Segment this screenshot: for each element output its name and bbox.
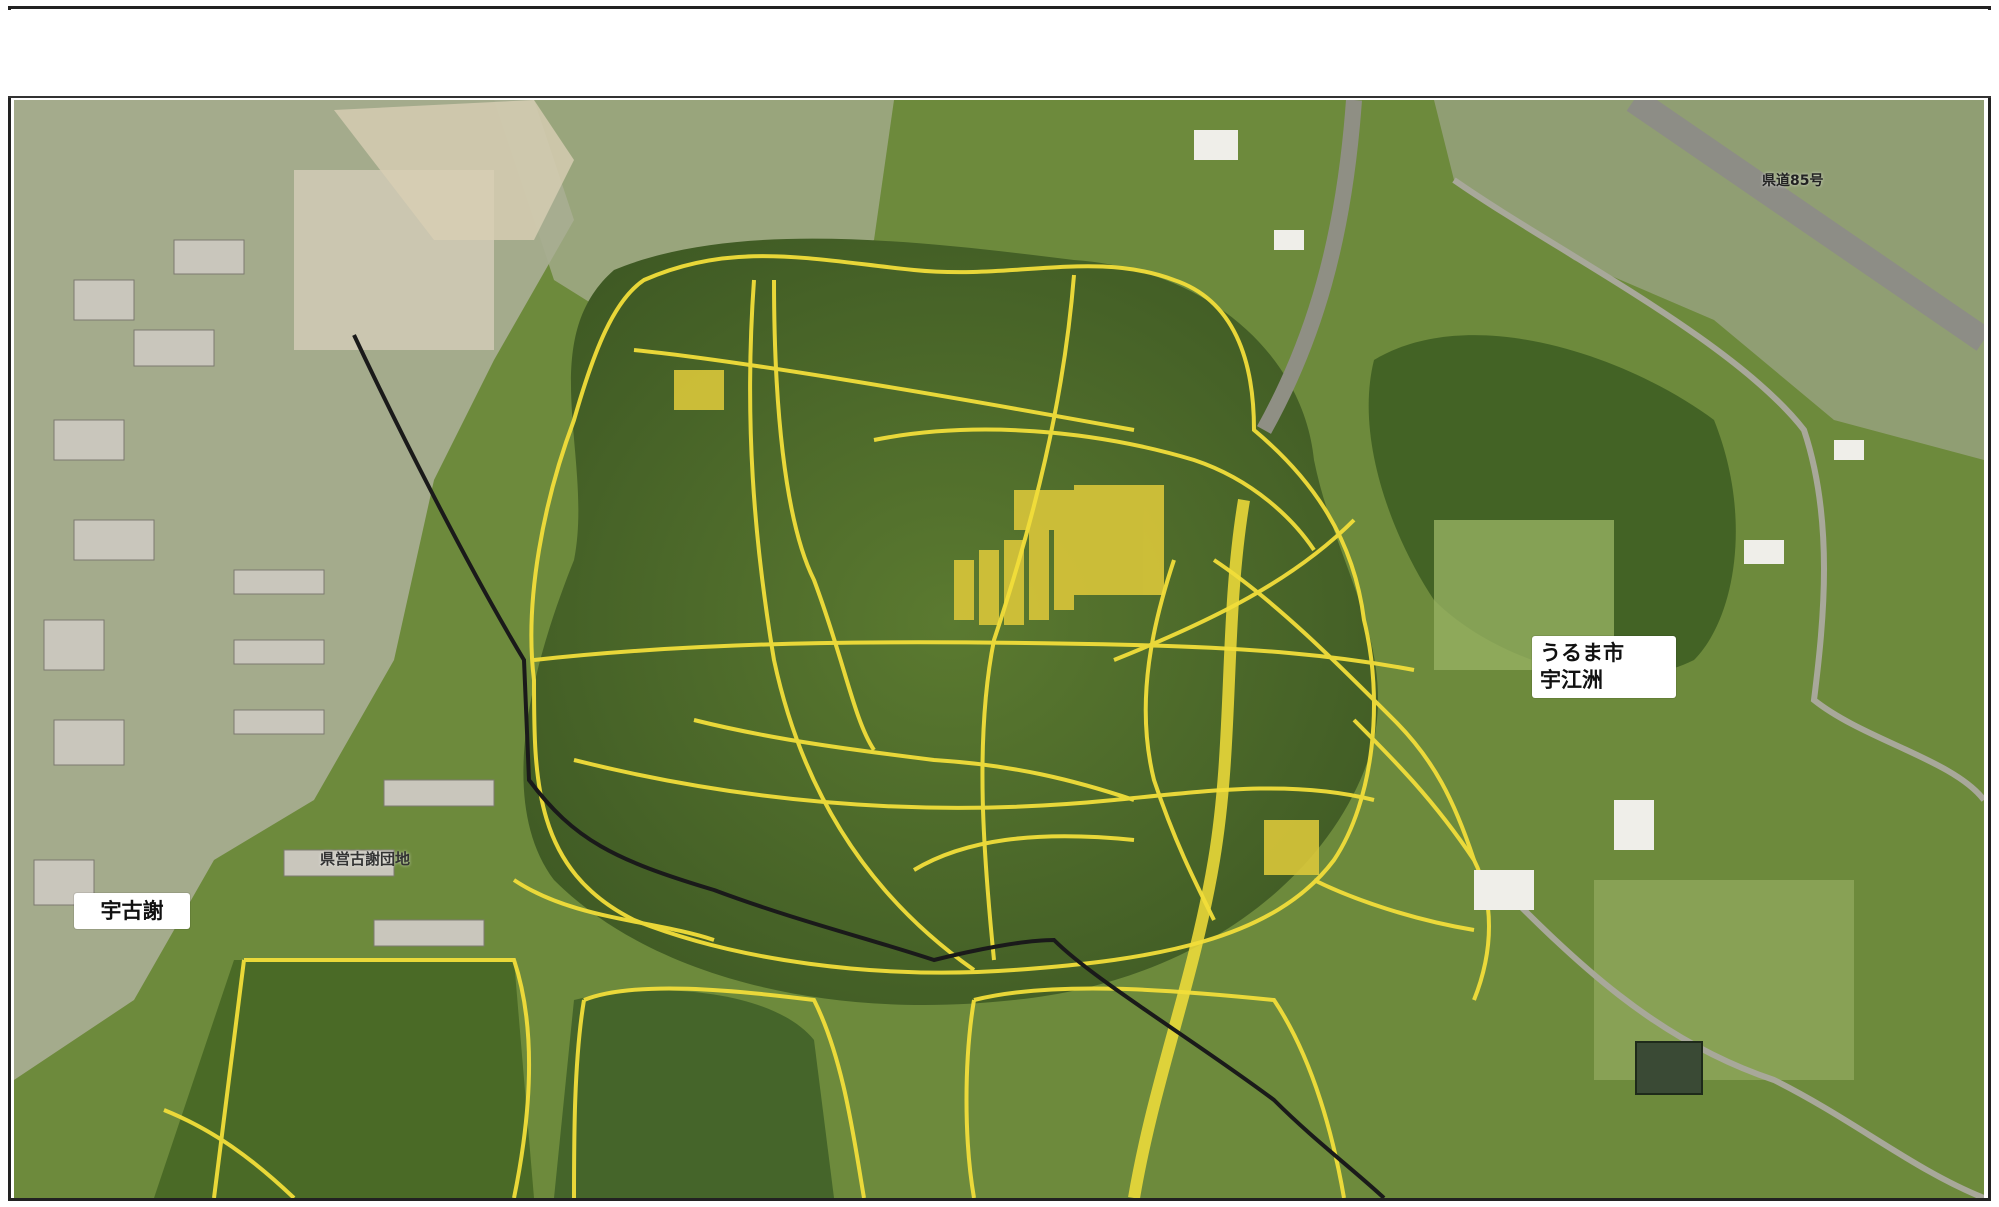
forest-south-center [554, 990, 834, 1198]
urban-area-northeast [1434, 100, 1984, 460]
highway [1626, 100, 1984, 351]
housing-complex-label: 県営古謝団地 [320, 850, 411, 868]
forest-south [154, 960, 534, 1198]
title-band [8, 10, 1991, 98]
building-markers [1194, 130, 1864, 910]
route-network [163, 254, 1491, 1198]
field-southeast [1594, 880, 1854, 1080]
road-label-prefectural-85: 県道85号 [1762, 173, 1824, 189]
main-trail [1128, 499, 1250, 1198]
construction-area [334, 100, 574, 240]
place-label-line: うるま市 [1540, 641, 1624, 665]
road-east [1452, 177, 1984, 802]
road-southeast [1491, 877, 1984, 1198]
aerial-map[interactable] [14, 100, 1984, 1198]
place-label-uruma-ueshu: うるま市 宇江洲 [1532, 636, 1676, 698]
pond [1635, 1041, 1703, 1095]
place-label-ukoja: 宇古謝 [74, 893, 190, 929]
road-north-south [1257, 100, 1362, 434]
municipal-boundary [352, 334, 1386, 1198]
place-label-line: 宇江洲 [1540, 668, 1603, 692]
